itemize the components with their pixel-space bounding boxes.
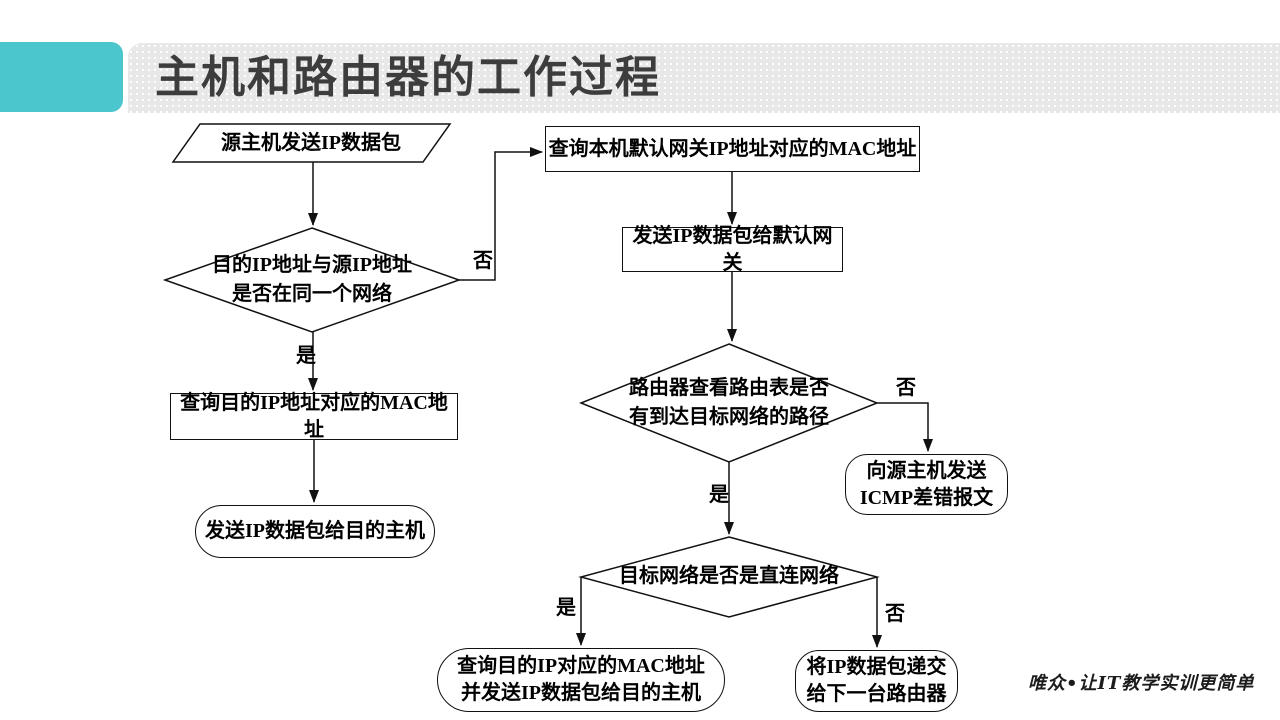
edge-label-no-decision3: 否 [885,602,905,625]
send-to-dest-host-label: 发送IP数据包给目的主机 [205,520,425,542]
node-start: 源主机发送IP数据包 [186,125,436,161]
decision1-line1: 目的IP地址与源IP地址 [212,254,412,276]
decision1-line2: 是否在同一个网络 [232,283,392,305]
icmp-error-line1: 向源主机发送 [866,459,987,482]
decision2-line2: 有到达目标网络的路径 [629,406,829,428]
node-send-to-dest-host: 发送IP数据包给目的主机 [195,505,435,558]
title-accent-block [0,42,123,112]
forward-next-router-line2: 给下一台路由器 [806,683,947,705]
page-title: 主机和路由器的工作过程 [155,53,661,102]
node-query-and-send-dest: 查询目的IP对应的MAC地址 并发送IP数据包给目的主机 [437,648,725,712]
node-icmp-error: 向源主机发送 ICMP差错报文 [845,454,1008,515]
node-forward-next-router: 将IP数据包递交 给下一台路由器 [795,650,958,712]
edge-label-yes-decision2: 是 [709,483,729,506]
edge-decision2-no-to-icmp [877,402,933,452]
edge-label-no-decision1: 否 [473,249,493,272]
send-to-gateway-label: 发送IP数据包给默认网关 [632,224,833,274]
decision2-line1: 路由器查看路由表是否 [629,377,829,399]
brand-watermark: 唯众•让IT教学实训更简单 [1028,673,1255,694]
node-direct-network-decision: 目标网络是否是直连网络 [604,560,854,592]
query-gateway-mac-label: 查询本机默认网关IP地址对应的MAC地址 [548,137,917,160]
title-bar: 主机和路由器的工作过程 [128,43,1280,113]
edge-label-yes-decision1: 是 [296,344,316,367]
query-and-send-line2: 并发送IP数据包给目的主机 [460,682,701,704]
node-same-network-decision: 目的IP地址与源IP地址 是否在同一个网络 [192,250,432,310]
node-start-label: 源主机发送IP数据包 [221,131,401,154]
node-query-gateway-mac: 查询本机默认网关IP地址对应的MAC地址 [545,126,920,172]
edge-label-no-decision2: 否 [896,376,916,399]
node-send-to-gateway: 发送IP数据包给默认网关 [622,225,843,274]
edge-label-yes-decision3: 是 [556,596,576,619]
node-route-path-decision: 路由器查看路由表是否 有到达目标网络的路径 [609,373,849,433]
node-query-dest-mac: 查询目的IP地址对应的MAC地址 [170,392,458,441]
query-and-send-line1: 查询目的IP对应的MAC地址 [457,655,705,677]
icmp-error-line2: ICMP差错报文 [859,486,994,509]
forward-next-router-line1: 将IP数据包递交 [806,656,947,678]
decision3-label: 目标网络是否是直连网络 [619,564,839,587]
query-dest-mac-label: 查询目的IP地址对应的MAC地址 [180,391,448,441]
